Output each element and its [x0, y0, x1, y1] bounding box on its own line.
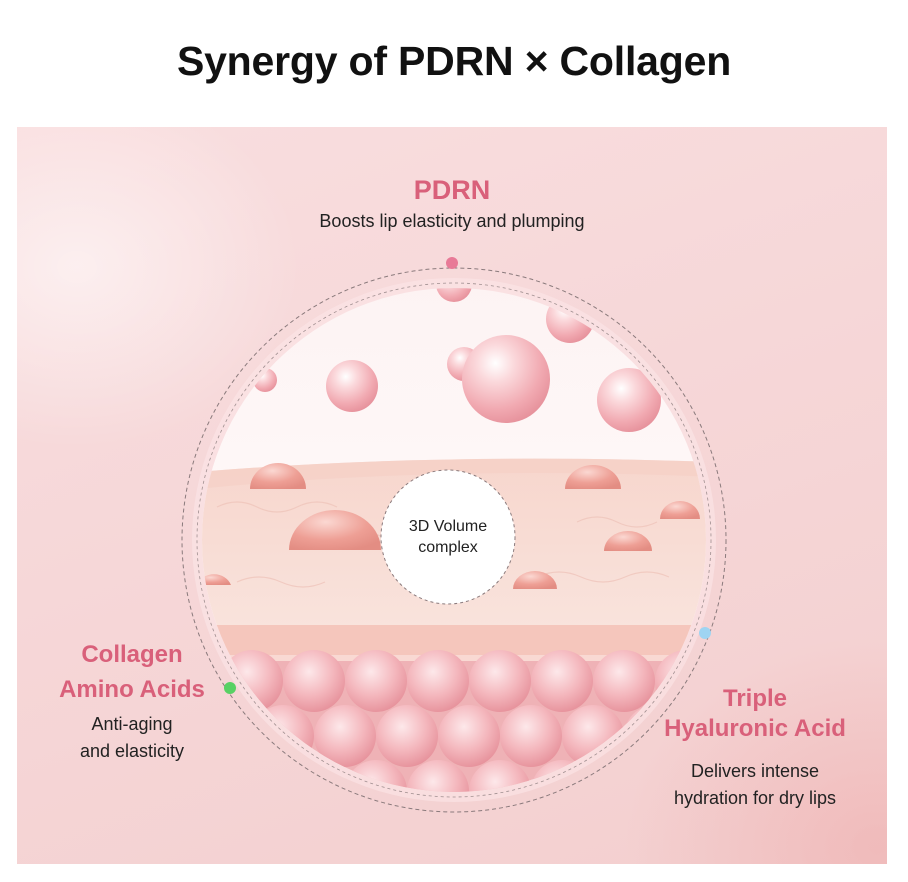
collagen-dot [224, 682, 236, 694]
hyaluronic-heading-line1: Triple [722, 685, 788, 712]
pdrn-bubble [462, 335, 550, 423]
collagen-desc-line1: Anti-aging [91, 714, 173, 734]
infographic-panel: PDRN Boosts lip elasticity and plumping [17, 127, 887, 864]
collagen-heading: Collagen Amino Acids [27, 637, 237, 707]
collagen-dome [565, 465, 621, 489]
skin-illustration [181, 267, 727, 813]
hyaluronic-desc-line1: Delivers intense [690, 761, 820, 781]
collagen-dome [513, 571, 557, 589]
center-label-line1: 3D Volume [408, 518, 488, 535]
inner-dashed-ring [196, 282, 712, 798]
pdrn-description: Boosts lip elasticity and plumping [319, 211, 585, 231]
pdrn-bubble [326, 360, 378, 412]
hyaluronic-heading: Triple Hyaluronic Acid [637, 684, 873, 744]
center-label-line2: complex [418, 539, 478, 556]
collagen-dome [660, 501, 700, 519]
collagen-dome [289, 510, 381, 550]
center-circle [380, 469, 516, 605]
hyaluronic-description: Delivers intense hydration for dry lips [637, 758, 873, 812]
hyaluronic-heading-line2: Hyaluronic Acid [664, 715, 846, 742]
pdrn-bubble [436, 288, 472, 302]
page-title: Synergy of PDRN × Collagen [176, 38, 732, 84]
hyaluronic-desc-line2: hydration for dry lips [673, 788, 837, 808]
collagen-dome [250, 463, 306, 489]
center-label: 3D Volume complex [390, 516, 506, 558]
pdrn-bubble [597, 368, 661, 432]
pdrn-dot [446, 257, 458, 269]
pdrn-heading: PDRN [413, 175, 491, 205]
collagen-description: Anti-aging and elasticity [27, 711, 237, 765]
collagen-desc-line2: and elasticity [79, 741, 185, 761]
collagen-heading-line1: Collagen [81, 641, 183, 668]
hyaluronic-dot [699, 627, 711, 639]
collagen-heading-line2: Amino Acids [59, 676, 205, 703]
collagen-dome [604, 531, 652, 551]
